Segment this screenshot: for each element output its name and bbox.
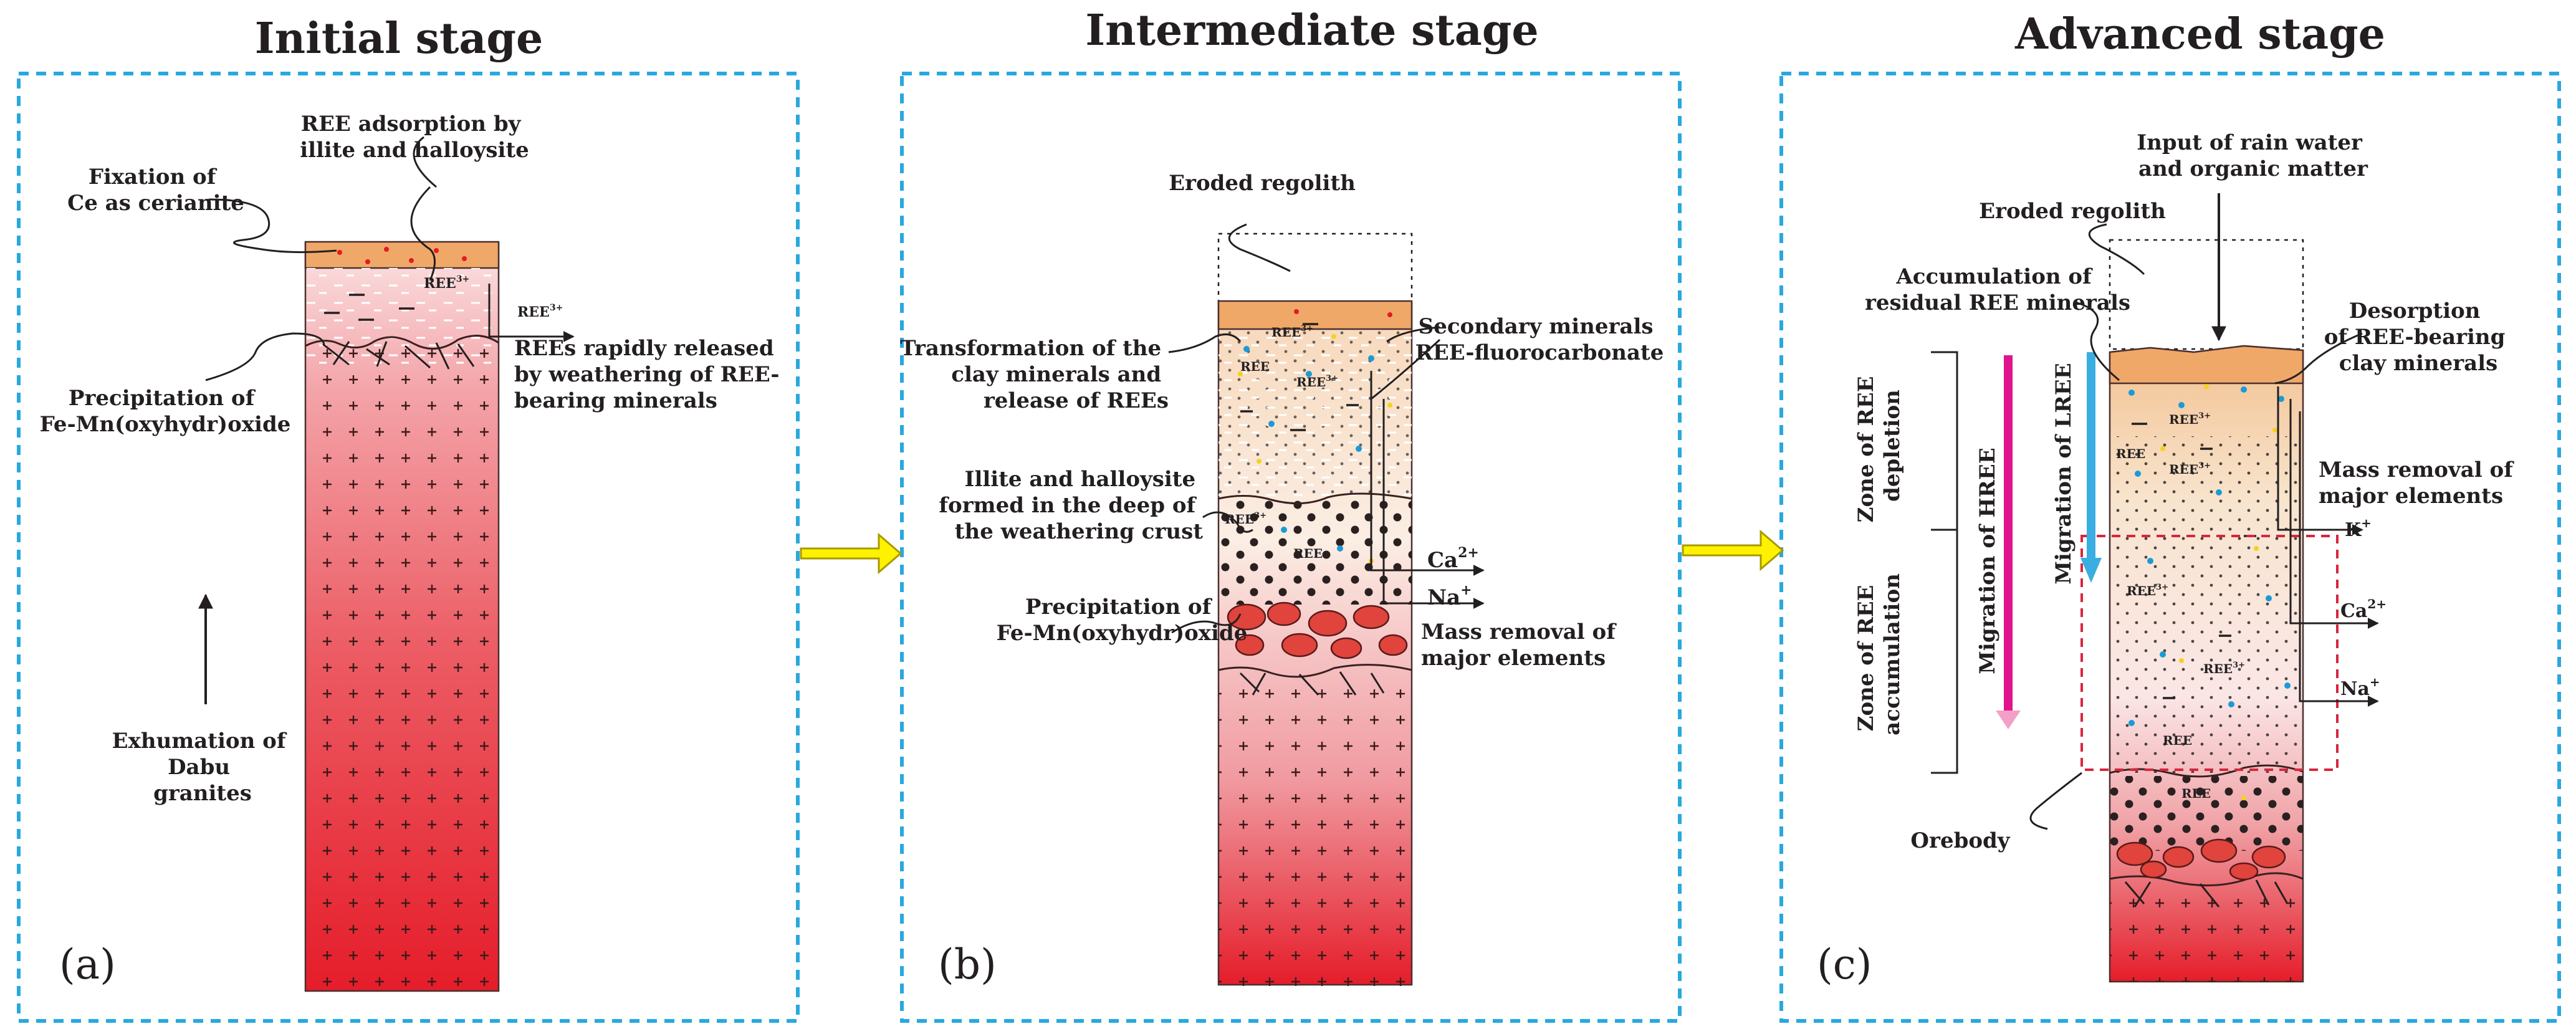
transition-arrow-1 bbox=[800, 532, 903, 575]
svg-text:REE: REE bbox=[2181, 786, 2211, 801]
label-fixation-ce: Fixation of Ce as cerianite bbox=[67, 165, 244, 216]
arrow-ree-release bbox=[488, 284, 575, 342]
arrow-na-b bbox=[1382, 399, 1485, 609]
label-eroded-regolith-c: Eroded regolith bbox=[1979, 199, 2166, 224]
column-advanced: REE3+ REE REE3+ REE3+ REE3+ REE REE bbox=[2109, 239, 2304, 983]
label-ca-b: Ca2+ bbox=[1427, 545, 1479, 573]
stage-title-initial: Initial stage bbox=[255, 14, 543, 64]
ree-ion-label: REE3+ bbox=[424, 274, 469, 292]
svg-text:REE: REE bbox=[2163, 733, 2192, 748]
svg-text:REE3+: REE3+ bbox=[1225, 511, 1266, 527]
pointer-precipitation-a bbox=[205, 332, 325, 381]
label-orebody: Orebody bbox=[1910, 828, 2010, 853]
frame-intermediate bbox=[900, 72, 1682, 1023]
pointer-ree-adsorption bbox=[410, 136, 437, 281]
pointer-fixation bbox=[208, 198, 337, 254]
cerium-dots bbox=[337, 247, 467, 264]
label-rees-released: REEs rapidly released by weathering of R… bbox=[514, 336, 787, 413]
eroded-regolith-box-b bbox=[1217, 232, 1413, 304]
label-eroded-regolith-b: Eroded regolith bbox=[1169, 171, 1356, 196]
label-transformation: Transformation of the clay minerals and … bbox=[900, 336, 1169, 413]
arrow-k bbox=[2277, 386, 2363, 535]
panel-label-b: (b) bbox=[938, 941, 997, 989]
bracket-accumulation bbox=[1931, 529, 1958, 774]
stage-title-intermediate: Intermediate stage bbox=[1085, 6, 1538, 55]
label-ca-c: Ca2+ bbox=[2340, 596, 2387, 622]
label-zone-accumulation: Zone of REE accumulation bbox=[1854, 573, 1905, 735]
label-mass-removal-c: Mass removal of major elements bbox=[2319, 457, 2521, 509]
label-mass-removal-b: Mass removal of major elements bbox=[1421, 620, 1623, 671]
hree-arrow-head bbox=[1996, 711, 2021, 729]
svg-text:REE: REE bbox=[1240, 359, 1270, 374]
arrow-na-c bbox=[2299, 411, 2379, 707]
fe-mn-nodules-c bbox=[2116, 838, 2286, 881]
ree-release-label: REE3+ bbox=[517, 303, 563, 320]
fe-mn-nodules-b bbox=[1227, 601, 1408, 659]
orebody-box bbox=[2080, 535, 2339, 771]
svg-text:REE3+: REE3+ bbox=[2127, 583, 2168, 598]
panel-label-a: (a) bbox=[59, 941, 116, 989]
bracket-depletion bbox=[1931, 351, 1958, 531]
svg-text:REE3+: REE3+ bbox=[2203, 661, 2245, 676]
svg-text:REE3+: REE3+ bbox=[2169, 461, 2211, 477]
label-k: K+ bbox=[2345, 515, 2372, 541]
label-zone-depletion: Zone of REE depletion bbox=[1854, 369, 1905, 523]
lree-arrow-head bbox=[2080, 558, 2102, 583]
panel-label-c: (c) bbox=[1817, 941, 1872, 989]
svg-text:REE3+: REE3+ bbox=[1271, 324, 1313, 340]
arrow-ca-c bbox=[2289, 399, 2379, 629]
label-na-b: Na+ bbox=[1427, 582, 1472, 610]
label-na-c: Na+ bbox=[2340, 674, 2380, 700]
transition-arrow-2 bbox=[1682, 529, 1784, 572]
frame-advanced bbox=[1779, 72, 2561, 1023]
label-illite-halloysite: Illite and halloysite formed in the deep… bbox=[939, 467, 1203, 544]
frame-initial bbox=[17, 72, 800, 1023]
svg-text:REE: REE bbox=[1293, 546, 1323, 561]
eroded-regolith-box-c bbox=[2109, 239, 2304, 350]
column-initial: REE3+ bbox=[304, 241, 500, 992]
column-intermediate: REE3+ REE REE3+ REE3+ REE bbox=[1217, 232, 1413, 988]
label-exhumation: Exhumation of Dabu granites bbox=[112, 729, 294, 806]
label-secondary-minerals: Secondary minerals REE-fluorocarbonate bbox=[1415, 314, 1664, 365]
label-precipitation-a: Precipitation of Fe-Mn(oxyhydr)oxide bbox=[40, 386, 291, 437]
svg-text:REE3+: REE3+ bbox=[2169, 411, 2211, 427]
svg-text:REE3+: REE3+ bbox=[1296, 374, 1338, 390]
label-accumulation-residual: Accumulation of residual REE minerals bbox=[1865, 264, 2130, 315]
label-input-rain: Input of rain water and organic matter bbox=[2137, 130, 2370, 181]
svg-text:REE: REE bbox=[2116, 446, 2145, 461]
regolith-top-layer-c bbox=[2109, 345, 2304, 385]
arrow-ca-b bbox=[1370, 371, 1485, 576]
stage-title-advanced: Advanced stage bbox=[2014, 9, 2385, 59]
label-migration-hree: Migration of HREE bbox=[1975, 448, 2000, 674]
regolith-top-layer bbox=[304, 241, 500, 269]
label-desorption: Desorption of REE-bearing clay minerals bbox=[2324, 299, 2513, 376]
label-migration-lree: Migration of LREE bbox=[2051, 363, 2076, 584]
label-precipitation-b: Precipitation of Fe-Mn(oxyhydr)oxide bbox=[997, 595, 1248, 646]
